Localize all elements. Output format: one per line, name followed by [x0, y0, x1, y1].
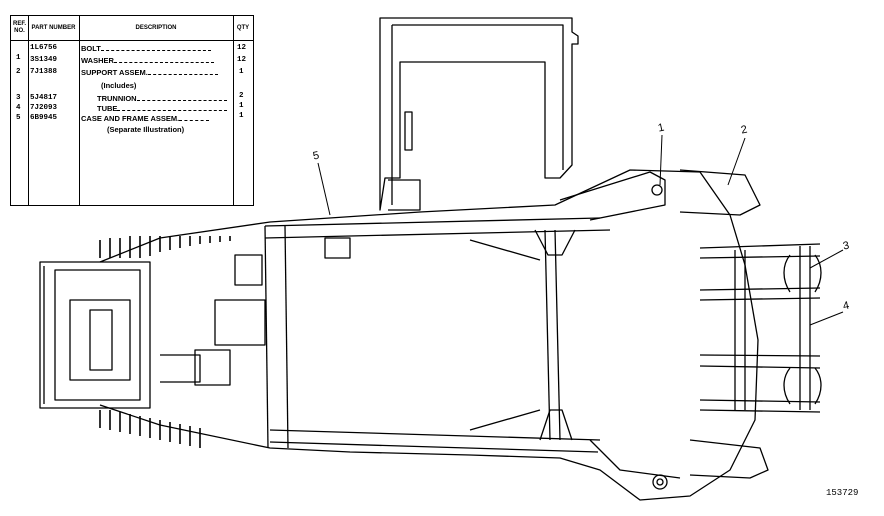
row-ref: 1: [16, 54, 21, 62]
row-part-number: 5J4817: [30, 94, 58, 102]
row-description: TUBE: [97, 104, 228, 113]
parts-table: REF. NO. PART NUMBER DESCRIPTION QTY 1L6…: [10, 15, 254, 206]
header-part-number: PART NUMBER: [28, 16, 79, 41]
row-part-number: 3S1349: [30, 56, 58, 64]
upper-support-structure: [379, 17, 579, 211]
column-divider: [233, 16, 234, 205]
row-qty: 1: [239, 112, 244, 120]
row-part-number: 6B9945: [30, 114, 58, 122]
row-description: TRUNNION: [97, 94, 227, 103]
row-description: BOLT: [81, 44, 211, 53]
row-description: (Separate Illustration): [107, 125, 185, 134]
main-frame: [99, 169, 759, 501]
row-qty: 12: [237, 44, 247, 52]
rear-panel: [39, 261, 151, 409]
row-description: SUPPORT ASSEM.: [81, 68, 218, 77]
row-description: (Includes): [101, 81, 137, 90]
header-ref-no: REF. NO.: [11, 16, 28, 41]
row-qty: 1: [239, 68, 244, 76]
row-ref: 2: [16, 68, 21, 76]
row-ref: 4: [16, 104, 21, 112]
row-description: WASHER: [81, 56, 214, 65]
row-qty: 12: [237, 56, 247, 64]
column-divider: [79, 16, 80, 205]
column-divider: [28, 16, 29, 205]
cooling-fins-bottom: [99, 410, 201, 448]
figure-number: 153729: [826, 488, 859, 498]
row-qty: 1: [239, 102, 244, 110]
header-description: DESCRIPTION: [79, 16, 233, 41]
row-part-number: 7J2093: [30, 104, 58, 112]
row-ref: 5: [16, 114, 21, 122]
row-part-number: 7J1388: [30, 68, 58, 76]
row-qty: 2: [239, 92, 244, 100]
callout-leaders: [317, 134, 844, 326]
front-equalizer-assembly: [699, 243, 822, 413]
cooling-fins-top: [99, 236, 231, 258]
header-qty: QTY: [233, 16, 253, 41]
row-ref: 3: [16, 94, 21, 102]
row-part-number: 1L6756: [30, 44, 58, 52]
front-support-brackets: [651, 169, 769, 490]
inner-components: [160, 237, 351, 386]
row-description: CASE AND FRAME ASSEM.: [81, 114, 210, 123]
